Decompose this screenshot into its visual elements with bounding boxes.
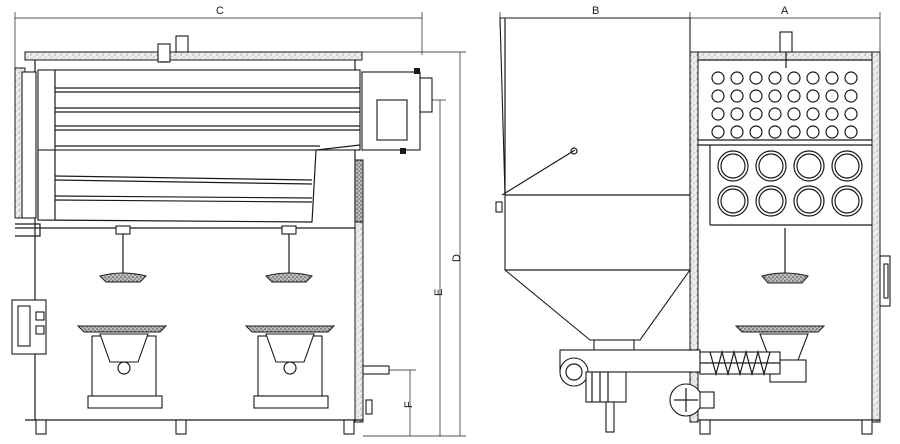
tube-grid-large <box>717 150 863 217</box>
drive-motor <box>559 357 627 433</box>
front-top-insulation <box>689 51 881 61</box>
front-top-outlet <box>779 31 793 53</box>
burner-right <box>244 325 336 409</box>
dimension-label-e: E <box>433 289 445 296</box>
dimension-c: C <box>14 5 423 70</box>
fuel-hopper <box>495 17 691 361</box>
auger-feeder <box>559 349 781 377</box>
baffle-left <box>99 225 147 283</box>
dimension-label-b: B <box>592 5 599 17</box>
tube-grid-small <box>711 71 858 139</box>
baffle-right <box>265 225 313 283</box>
foot-3 <box>343 419 355 435</box>
dimension-label-f: F <box>403 401 415 408</box>
dimension-d: D <box>362 51 466 437</box>
drain-pipe <box>362 365 390 375</box>
front-foot-2 <box>861 419 873 435</box>
casing-right-insulation <box>354 221 364 423</box>
side-view: C <box>11 5 466 437</box>
side-hatch-strip <box>354 159 364 223</box>
blower-fan <box>669 383 715 417</box>
foot-1 <box>35 419 47 435</box>
front-view: B A <box>495 5 891 435</box>
front-baffle <box>761 228 809 284</box>
heat-exchanger <box>21 69 361 223</box>
foot-2 <box>175 419 187 435</box>
dimension-a: A <box>690 5 881 52</box>
door-hinge <box>11 299 47 355</box>
dimension-e: E <box>432 99 446 436</box>
burner-left <box>76 325 168 409</box>
flue-box <box>361 68 433 154</box>
front-right-insulation <box>871 51 881 423</box>
dimension-label-a: A <box>781 5 789 17</box>
top-outlet-pipe <box>157 35 189 63</box>
casing-top-insulation <box>24 51 363 61</box>
front-foot-1 <box>699 419 711 435</box>
front-left-insulation <box>689 51 699 423</box>
front-burner <box>734 325 826 383</box>
dimension-label-d: D <box>451 254 463 262</box>
dimension-label-c: C <box>216 5 224 17</box>
dimension-f: F <box>389 369 416 436</box>
